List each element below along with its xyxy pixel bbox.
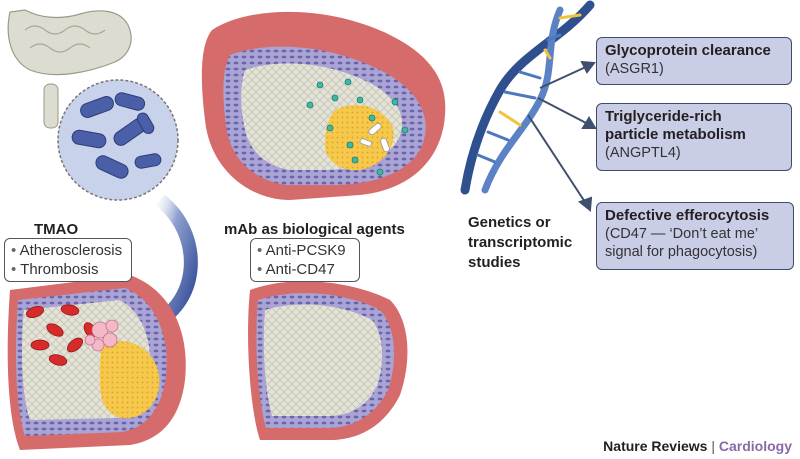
tmao-label: TMAO: [34, 221, 79, 238]
pathway-arrows: [527, 60, 597, 212]
vessel-treated-illustration: [248, 281, 408, 440]
pathway-triglyceride-metabolism: Triglyceride-rich particle metabolism (A…: [596, 103, 792, 171]
journal-credit: Nature Reviews | Cardiology: [603, 438, 792, 454]
agent-anti-cd47: Anti-CD47: [257, 260, 353, 279]
agent-anti-pcsk9: Anti-PCSK9: [257, 241, 353, 260]
dna-helix-illustration: [460, 0, 595, 195]
pathway-defective-efferocytosis: Defective efferocytosis (CD47 — ‘Don’t e…: [596, 202, 794, 270]
effect-atherosclerosis: Atherosclerosis: [11, 241, 125, 260]
vessel-top-illustration: [201, 11, 446, 200]
vessel-thrombosis-illustration: [7, 275, 186, 450]
pathway-glycoprotein-clearance: Glycoprotein clearance (ASGR1): [596, 37, 792, 85]
intestine-illustration: [7, 9, 132, 129]
mab-label: mAb as biological agents: [224, 221, 405, 238]
tmao-effects-list: Atherosclerosis Thrombosis: [4, 238, 132, 282]
mab-agents-list: Anti-PCSK9 Anti-CD47: [250, 238, 360, 282]
effect-thrombosis: Thrombosis: [11, 260, 125, 279]
bacteria-magnifier: [57, 79, 179, 201]
genetics-label: Genetics or transcriptomic studies: [468, 214, 573, 271]
